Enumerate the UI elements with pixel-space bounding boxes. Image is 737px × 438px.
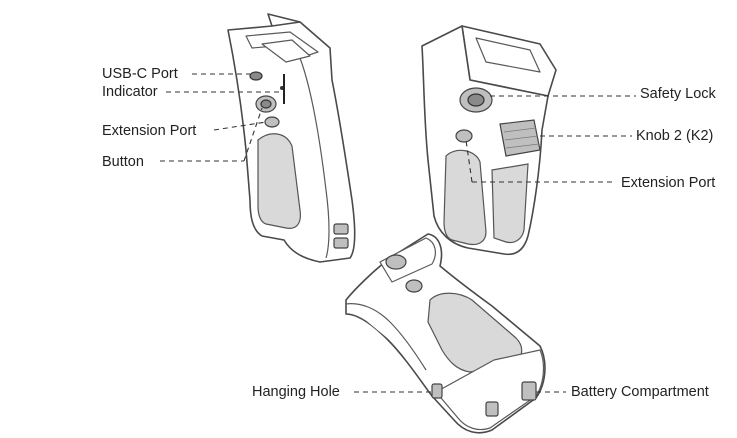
battery-compartment[interactable] [521, 381, 537, 401]
label-indicator: Indicator [102, 84, 158, 100]
label-usb-c-port: USB-C Port [102, 66, 178, 82]
leader-lines [160, 73, 636, 393]
label-button: Button [102, 154, 144, 170]
hanging-hole [431, 383, 443, 399]
label-safety-lock: Safety Lock [640, 86, 717, 102]
extension-port-right[interactable] [455, 129, 473, 143]
callout-labels: USB-C Port Indicator Extension Port Butt… [102, 66, 717, 400]
label-extension-port-right: Extension Port [621, 175, 715, 191]
leader-button-up [243, 107, 263, 162]
grip-left [227, 13, 356, 263]
label-battery-compartment: Battery Compartment [571, 384, 709, 400]
label-extension-port-left: Extension Port [102, 123, 196, 139]
label-knob-2: Knob 2 (K2) [636, 128, 713, 144]
leader-extension-right-up [465, 139, 473, 183]
usb-c-port-left[interactable] [249, 71, 263, 81]
extension-port-left[interactable] [264, 116, 280, 128]
label-hanging-hole: Hanging Hole [252, 384, 340, 400]
grip-right [421, 25, 557, 256]
grip-bottom [345, 233, 546, 434]
